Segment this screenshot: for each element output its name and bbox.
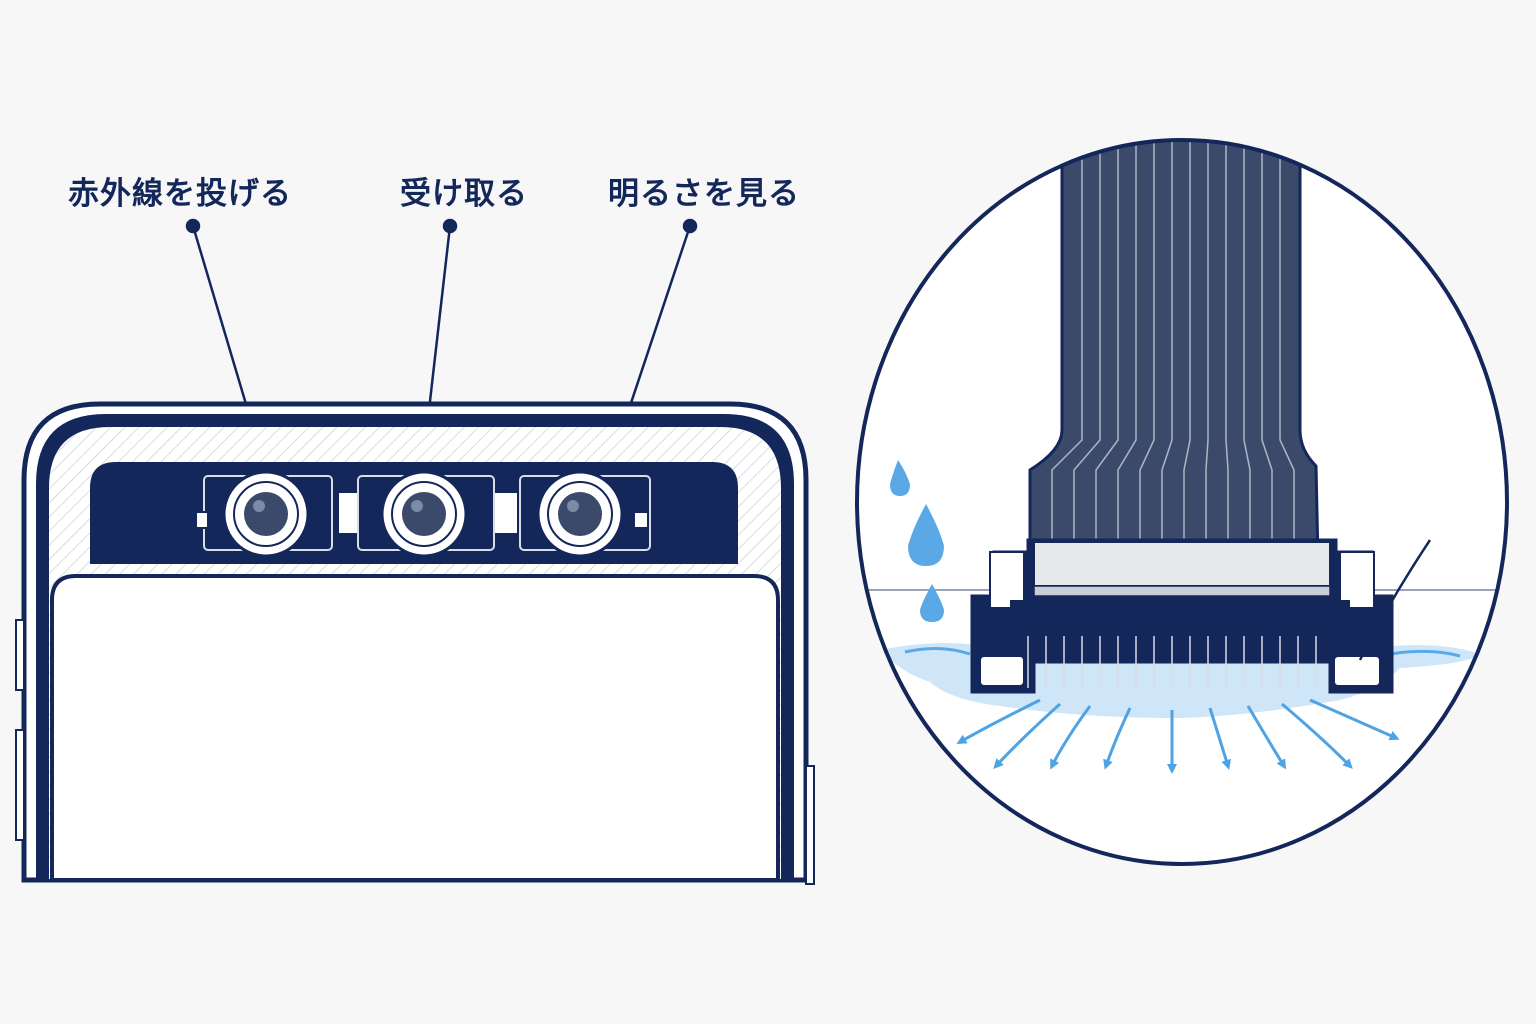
sensor-lens-icon xyxy=(222,470,310,558)
label-emitter: 赤外線を投げる xyxy=(68,176,292,212)
spread-arrow xyxy=(993,702,1062,769)
connector-housing xyxy=(970,538,1394,694)
spread-arrow xyxy=(1103,707,1132,770)
water-drop-icon xyxy=(908,504,944,566)
contact-leader-line xyxy=(1358,539,1432,661)
side-button-3 xyxy=(805,765,815,885)
ribbon-cable xyxy=(1028,140,1320,562)
label-receiver: 受け取る xyxy=(400,176,528,212)
sensor-lens-icon xyxy=(536,470,624,558)
label-ambient: 明るさを見る xyxy=(608,176,800,212)
spread-arrow xyxy=(1246,705,1287,770)
side-button-2 xyxy=(15,729,25,841)
connector-detail xyxy=(855,138,1509,866)
spread-arrow xyxy=(1281,702,1353,769)
side-button-1 xyxy=(15,619,25,691)
spread-arrow xyxy=(1208,707,1232,770)
connector-latch xyxy=(1033,541,1331,587)
spread-arrow xyxy=(1050,705,1092,770)
spread-arrow xyxy=(956,698,1041,744)
sensor-modules xyxy=(195,470,651,558)
water-drop-icon xyxy=(890,460,910,496)
spread-arrow xyxy=(1309,698,1400,741)
water-drop-icon xyxy=(920,584,944,622)
connector-pins xyxy=(1027,636,1317,688)
sensor-lens-icon xyxy=(380,470,468,558)
cable-wires xyxy=(1051,140,1295,540)
spread-arrows xyxy=(956,698,1400,774)
